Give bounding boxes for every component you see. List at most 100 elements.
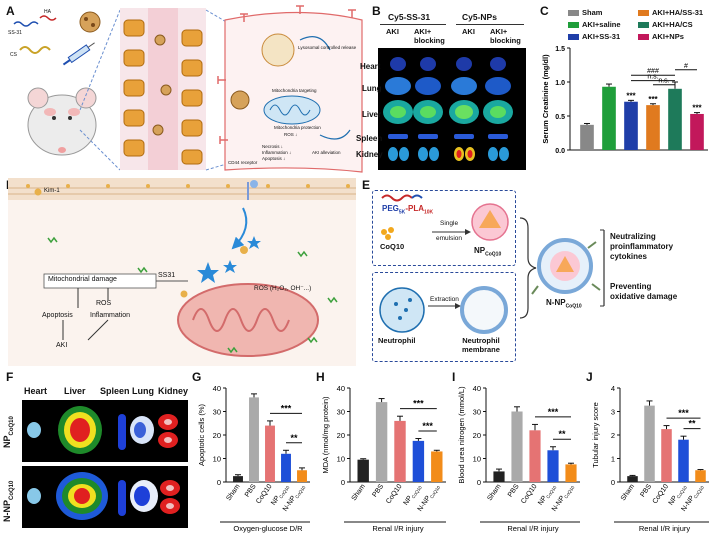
i-xtick-label: PBS	[507, 483, 521, 499]
mitochondrion-icon	[177, 283, 319, 357]
panel-letter-j: J	[586, 370, 593, 384]
g-xtick-label: Sham	[225, 483, 241, 502]
aki-label-d: AKI	[56, 342, 68, 349]
f-row-n-np	[22, 466, 188, 528]
f-organ-spleen: Spleen	[100, 386, 130, 396]
g-ylabel: Apoptotic cells (%)	[197, 403, 206, 466]
col-label-2: AKI+ blocking	[414, 27, 445, 45]
c-star: ***	[626, 91, 636, 100]
panel-e: PEG5K-PLA10K CoQ10 Single emulsion NPCoQ…	[360, 178, 715, 368]
panel-letter-h: H	[316, 370, 325, 384]
apoptosis-label-d: Apoptosis	[42, 312, 73, 319]
f-row-np	[22, 400, 188, 462]
organ-label-heart: Heart	[360, 62, 381, 71]
effect-neutralizing-label: Neutralizing proinflammatory cytokines	[610, 232, 674, 261]
ros-species-label: ROS (H₂O₂, OH⁻...)	[254, 285, 312, 292]
col-label-1: AKI	[386, 27, 399, 36]
inflammation-label: Inflammation ↓	[262, 150, 292, 155]
necrosis-label: Necrosis ↓	[262, 144, 284, 149]
g-ytick-label: 20	[213, 431, 221, 440]
j-xtick-label: PBS	[639, 483, 653, 499]
j-bracket-label: ***	[678, 408, 689, 418]
aki-alleviation-label: AKI alleviation	[312, 150, 341, 155]
c-ytick-label: 1.0	[555, 80, 565, 87]
c-bar	[624, 101, 638, 150]
organ-label-spleen: Spleen	[356, 134, 383, 143]
h-xtick-label: PBS	[371, 483, 385, 499]
i-ytick-label: 10	[473, 455, 481, 464]
i-bar	[565, 464, 577, 482]
apoptosis-label: Apoptosis ↓	[262, 156, 286, 161]
i-bracket-label: **	[558, 429, 566, 439]
col-label-3: AKI	[462, 27, 475, 36]
c-ylabel: Serum Creatinine (mg/dl)	[541, 54, 550, 144]
kim1-label: Kim-1	[44, 188, 60, 194]
mito-targeting-label: Mitochondria targeting	[272, 88, 317, 93]
g-bar	[249, 397, 259, 482]
h-ytick-label: 20	[337, 431, 345, 440]
g-xlabel: Oxygen-glucose D/R	[233, 524, 303, 533]
organ-label-kidney: Kidney	[356, 150, 383, 159]
c-ytick-label: 1.5	[555, 46, 565, 53]
j-xtick-label: Sham	[620, 483, 636, 502]
j-bar	[695, 470, 706, 482]
cd44-label: CD44 receptor	[228, 160, 258, 165]
g-ytick-label: 0	[217, 478, 221, 487]
h-bar	[357, 459, 369, 482]
extraction-label: Extraction	[430, 296, 459, 303]
organ-label-lung: Lung	[362, 84, 382, 93]
h-ytick-label: 10	[337, 455, 345, 464]
panel-a-illustration	[13, 5, 363, 173]
h-xtick-label: CoQ10	[385, 483, 404, 505]
ivis-image	[378, 48, 526, 170]
panel-letter-i: I	[452, 370, 456, 384]
i-ytick-label: 40	[473, 384, 481, 393]
legend-aki-ss31: AKI+SS-31	[568, 32, 620, 41]
c-bar	[668, 88, 682, 150]
h-bar	[375, 402, 388, 482]
i-bar	[529, 430, 541, 482]
panel-letter-c: C	[540, 4, 549, 18]
ss31-polymer-icon	[13, 21, 39, 27]
panel-e-illustration	[379, 194, 605, 334]
panel-letter-f: F	[6, 370, 14, 384]
ha-polymer-icon	[39, 15, 57, 21]
c-star: ***	[692, 104, 702, 113]
np-preparation-box	[372, 190, 516, 266]
c-ytick-label: 0.5	[555, 114, 565, 121]
ros-label: ROS ↓	[284, 132, 298, 137]
h-ylabel: MDA (nmol/mg protein)	[321, 396, 330, 474]
h-bracket-label: ***	[422, 421, 433, 431]
kim1-icon	[34, 188, 42, 196]
lysosome-icon	[261, 33, 295, 67]
g-ytick-label: 30	[213, 408, 221, 417]
ha-label: HA	[44, 9, 51, 15]
peg-pla-label: PEG5K-PLA10K	[382, 204, 434, 216]
c-bar	[580, 124, 594, 150]
neutrophil-membrane-label: Neutrophil membrane	[462, 336, 500, 354]
panel-d-illustration	[8, 178, 356, 357]
f-row-label-n-np: N-NPCoQ10	[2, 480, 15, 522]
f-organ-kidney: Kidney	[158, 386, 189, 396]
i-ytick-label: 0	[477, 478, 481, 487]
i-xlabel: Renal I/R injury	[507, 524, 559, 533]
g-ytick-label: 10	[213, 455, 221, 464]
i-ytick-label: 20	[473, 431, 481, 440]
mitochondria-icon	[263, 95, 321, 125]
j-bar	[661, 429, 672, 482]
membrane-extraction-box	[372, 272, 516, 362]
g-bar	[297, 470, 307, 482]
c-ytick-label: 0.0	[555, 148, 565, 155]
c-bar	[690, 113, 704, 150]
legend-sham: Sham	[568, 8, 602, 17]
f-organ-liver: Liver	[64, 386, 86, 396]
np-coq10-label: NPCoQ10	[474, 246, 502, 258]
i-ytick-label: 30	[473, 408, 481, 417]
g-bar	[281, 453, 291, 482]
group-label-cy5-ss31: Cy5-SS-31	[388, 12, 431, 22]
panel-d: Kim-1 SS31 Mitochondrial damage ROS ROS …	[8, 178, 356, 366]
